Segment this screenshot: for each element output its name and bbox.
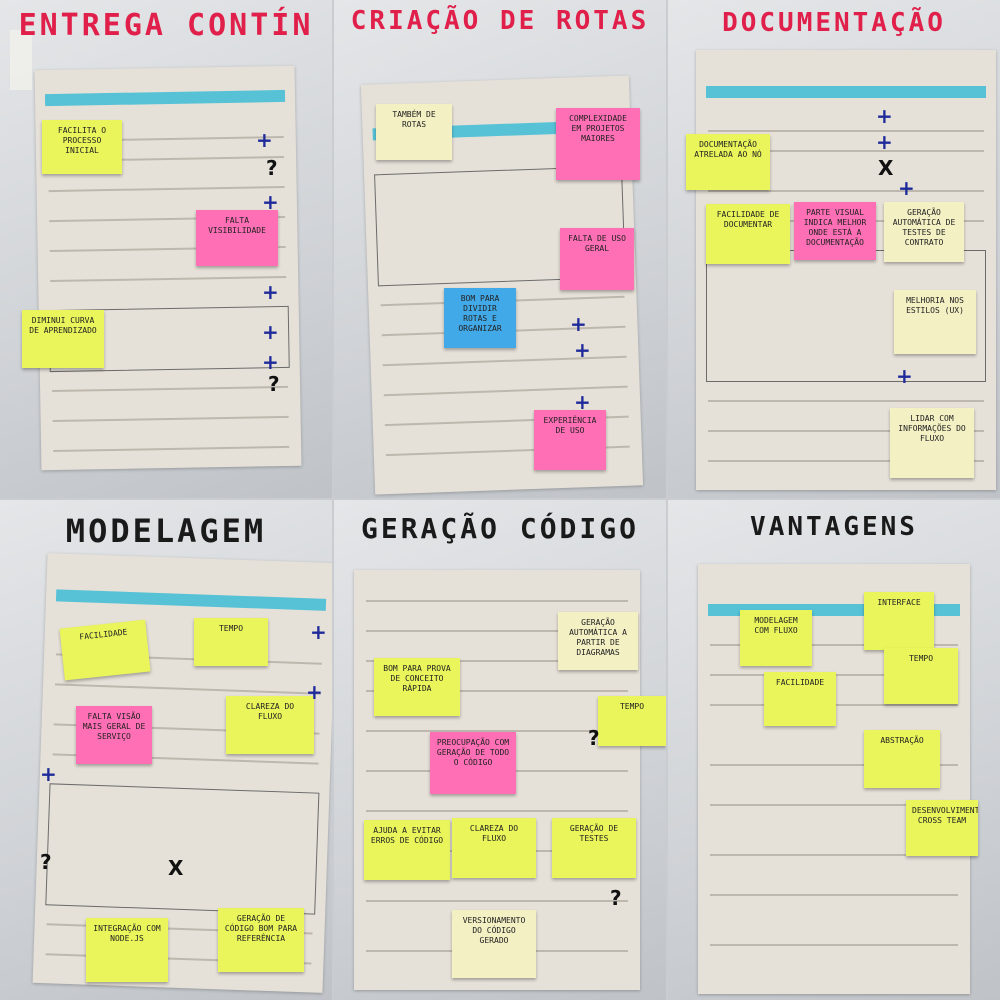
sticky-note: VERSIONAMENTO DO CÓDIGO GERADO <box>452 910 536 978</box>
sticky-note: MODELAGEM COM FLUXO <box>740 610 812 666</box>
plus-mark: + <box>574 390 591 414</box>
plus-mark: + <box>262 350 279 374</box>
sticky-note: TEMPO <box>884 648 958 704</box>
sticky-note: FALTA VISÃO MAIS GERAL DE SERVIÇO <box>76 706 152 764</box>
sticky-note: FALTA VISIBILIDADE <box>196 210 278 266</box>
sticky-note: BOM PARA DIVIDIR ROTAS E ORGANIZAR <box>444 288 516 348</box>
sticky-note: EXPERIÊNCIA DE USO <box>534 410 606 470</box>
sticky-note: PREOCUPAÇÃO COM GERAÇÃO DE TODO O CÓDIGO <box>430 732 516 794</box>
sticky-note: GERAÇÃO AUTOMÁTICA DE TESTES DE CONTRATO <box>884 202 964 262</box>
sticky-note: GERAÇÃO DE TESTES <box>552 818 636 878</box>
plus-mark: + <box>896 364 913 388</box>
sticky-note: GERAÇÃO DE CÓDIGO BOM PARA REFERÊNCIA <box>218 908 304 972</box>
sticky-note: PARTE VISUAL INDICA MELHOR ONDE ESTÁ A D… <box>794 202 876 260</box>
sticky-note: COMPLEXIDADE EM PROJETOS MAIORES <box>556 108 640 180</box>
sticky-note: FACILIDADE <box>59 619 151 681</box>
plus-mark: + <box>574 338 591 362</box>
panel-criacao-de-rotas: CRIAÇÃO DE ROTAS TAMBÉM DE ROTAS COMPLEX… <box>334 0 666 498</box>
panel-title: ENTREGA CONTÍN <box>18 8 314 43</box>
sticky-note: GERAÇÃO AUTOMÁTICA A PARTIR DE DIAGRAMAS <box>558 612 638 670</box>
sticky-note: FACILIDADE DE DOCUMENTAR <box>706 204 790 264</box>
panel-title: GERAÇÃO CÓDIGO <box>360 512 639 545</box>
sticky-note: AJUDA A EVITAR ERROS DE CÓDIGO <box>364 820 450 880</box>
plus-mark: + <box>876 130 893 154</box>
panel-documentacao: DOCUMENTAÇÃO DOCUMENTAÇÃO ATRELADA AO NÓ… <box>668 0 1000 498</box>
panel-entrega-continua: ENTREGA CONTÍN FACILITA O PROCESSO INICI… <box>0 0 332 498</box>
panel-title: CRIAÇÃO DE ROTAS <box>350 6 650 36</box>
sticky-note: LIDAR COM INFORMAÇÕES DO FLUXO <box>890 408 974 478</box>
tape <box>10 30 32 90</box>
sticky-note: TAMBÉM DE ROTAS <box>376 104 452 160</box>
cross-mark: X <box>878 156 894 180</box>
plus-mark: + <box>262 280 279 304</box>
plus-mark: + <box>306 680 323 704</box>
question-mark: ? <box>268 372 280 396</box>
sticky-note: FACILITA O PROCESSO INICIAL <box>42 120 122 174</box>
cross-mark: X <box>168 856 184 880</box>
sticky-note: DOCUMENTAÇÃO ATRELADA AO NÓ <box>686 134 770 190</box>
sticky-note: MELHORIA NOS ESTILOS (UX) <box>894 290 976 354</box>
sticky-note: BOM PARA PROVA DE CONCEITO RÁPIDA <box>374 658 460 716</box>
plus-mark: + <box>310 620 327 644</box>
plus-mark: + <box>876 104 893 128</box>
sticky-note: TEMPO <box>194 618 268 666</box>
panel-vantagens: VANTAGENS MODELAGEM COM FLUXO INTERFACE … <box>668 500 1000 1000</box>
panel-modelagem: MODELAGEM FACILIDADE TEMPO FALTA VISÃO M… <box>0 500 332 1000</box>
panel-title: DOCUMENTAÇÃO <box>722 8 946 38</box>
question-mark: ? <box>40 850 52 874</box>
plus-mark: + <box>256 128 273 152</box>
plus-mark: + <box>40 762 57 786</box>
panel-title: VANTAGENS <box>750 512 918 542</box>
plus-mark: + <box>898 176 915 200</box>
sticky-note: ABSTRAÇÃO <box>864 730 940 788</box>
sticky-note: INTERFACE <box>864 592 934 650</box>
sticky-note: DESENVOLVIMENTO CROSS TEAM <box>906 800 978 856</box>
question-mark: ? <box>610 886 622 910</box>
sticky-note: INTEGRAÇÃO COM NODE.JS <box>86 918 168 982</box>
sticky-note: FACILIDADE <box>764 672 836 726</box>
question-mark: ? <box>588 726 600 750</box>
plus-mark: + <box>262 320 279 344</box>
sticky-note: TEMPO <box>598 696 666 746</box>
panel-geracao-codigo: GERAÇÃO CÓDIGO GERAÇÃO AUTOMÁTICA A PART… <box>334 500 666 1000</box>
panel-title: MODELAGEM <box>65 512 267 550</box>
plus-mark: + <box>262 190 279 214</box>
sticky-note: CLAREZA DO FLUXO <box>452 818 536 878</box>
sticky-note: CLAREZA DO FLUXO <box>226 696 314 754</box>
plus-mark: + <box>570 312 587 336</box>
question-mark: ? <box>266 156 278 180</box>
sticky-note: FALTA DE USO GERAL <box>560 228 634 290</box>
sticky-note: DIMINUI CURVA DE APRENDIZADO <box>22 310 104 368</box>
